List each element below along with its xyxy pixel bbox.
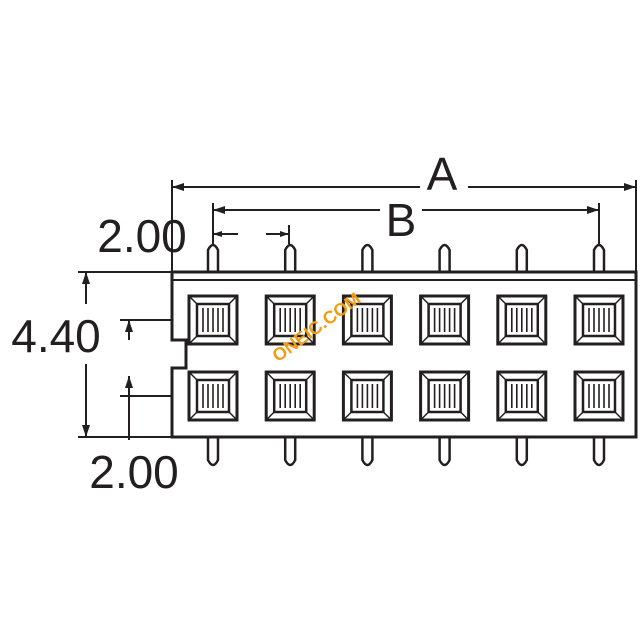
contact-grid	[187, 294, 625, 422]
dimension-b	[212, 203, 600, 262]
body-width-arrow-top	[82, 272, 90, 284]
pitch-bottom-arrow-top	[125, 320, 133, 332]
pitch-top-dimension	[213, 225, 290, 244]
contact-cavity	[341, 294, 393, 346]
contact-cavity	[187, 294, 239, 346]
pitch-top-arrow-right	[280, 231, 289, 237]
pitch-bottom-arrow-bottom	[125, 376, 133, 388]
pitch-top-arrow-left	[213, 231, 222, 237]
pin-bottom	[206, 437, 220, 467]
pin-top	[361, 243, 374, 272]
connector-body-outline	[170, 270, 638, 439]
pin-bottom	[283, 437, 297, 467]
contact-cavity	[573, 294, 625, 346]
pin-bottom	[438, 437, 451, 467]
dimension-a-label: A	[427, 148, 458, 200]
dimension-b-arrow-left	[213, 206, 225, 214]
contact-cavity	[419, 370, 471, 422]
contact-cavity	[496, 370, 548, 422]
body-width-arrow-bottom	[82, 425, 90, 437]
body-width-dimension	[78, 271, 172, 438]
contact-cavity	[496, 294, 548, 346]
pin-bottom	[515, 437, 529, 467]
dimension-b-label: B	[386, 194, 417, 246]
pin-bottom	[592, 437, 606, 467]
pin-top	[515, 243, 529, 272]
pitch-bottom-label: 2.00	[89, 446, 179, 498]
pin-top	[283, 243, 297, 272]
contact-cavity	[341, 370, 393, 422]
pin-bottom	[361, 437, 374, 467]
dimension-b-arrow-right	[587, 206, 599, 214]
pins-top	[206, 243, 606, 272]
dimension-a-arrow-right	[624, 183, 636, 191]
pins-bottom	[206, 437, 606, 467]
contact-cavity	[264, 294, 316, 346]
contact-cavity	[264, 370, 316, 422]
pitch-top-label: 2.00	[97, 210, 187, 262]
contact-cavity	[419, 294, 471, 346]
body-width-label: 4.40	[11, 310, 101, 362]
contact-cavity	[187, 370, 239, 422]
dimension-a	[171, 180, 637, 272]
contact-cavity	[573, 370, 625, 422]
dimension-a-arrow-left	[172, 183, 184, 191]
pin-top	[438, 243, 451, 272]
pin-top	[592, 243, 606, 272]
pin-top	[206, 243, 220, 272]
